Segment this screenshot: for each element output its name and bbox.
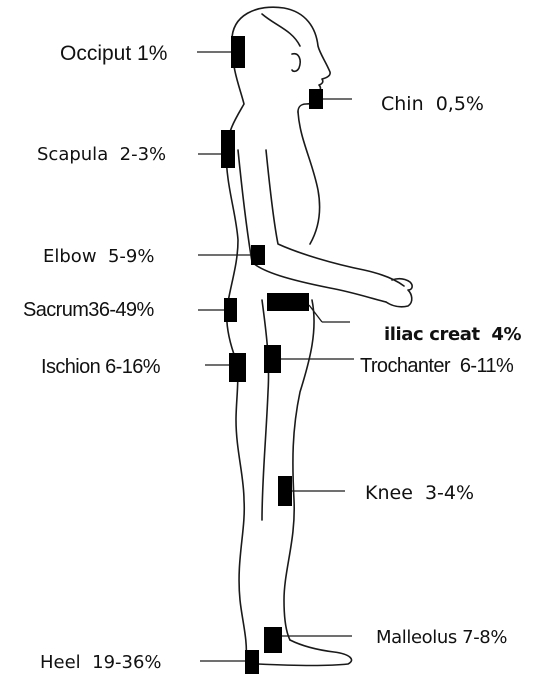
inner-leg-line bbox=[262, 300, 269, 520]
marker-occiput bbox=[231, 36, 245, 68]
label-occiput: Occiput 1% bbox=[60, 42, 167, 65]
marker-scapula bbox=[221, 130, 235, 168]
marker-trochanter bbox=[264, 345, 281, 373]
marker-heel bbox=[245, 650, 259, 674]
hair-line bbox=[262, 14, 300, 46]
label-heel: Heel 19-36% bbox=[40, 652, 162, 673]
marker-sacrum bbox=[224, 298, 237, 322]
marker-knee bbox=[278, 476, 292, 506]
marker-chin bbox=[309, 89, 323, 109]
label-elbow: Elbow 5-9% bbox=[43, 246, 154, 267]
ear-outline bbox=[292, 54, 300, 72]
label-sacrum: Sacrum36-49% bbox=[23, 299, 154, 321]
label-trochanter: Trochanter 6-11% bbox=[360, 355, 514, 377]
front-leg-outline bbox=[284, 300, 314, 640]
label-knee: Knee 3-4% bbox=[365, 482, 474, 504]
marker-iliac-crest bbox=[267, 293, 309, 311]
label-scapula: Scapula 2-3% bbox=[37, 144, 166, 165]
arm-back-outline bbox=[238, 150, 386, 302]
leader-iliac-crest bbox=[309, 305, 322, 322]
marker-ischion bbox=[229, 353, 246, 382]
front-outline bbox=[298, 112, 320, 244]
label-ischion: Ischion 6-16% bbox=[41, 356, 161, 378]
label-chin: Chin 0,5% bbox=[381, 93, 484, 115]
label-iliac-crest: iliac creat 4% bbox=[384, 324, 522, 345]
arm-front-outline bbox=[266, 150, 404, 286]
label-malleolus: Malleolus 7-8% bbox=[376, 627, 507, 648]
marker-malleolus bbox=[264, 627, 282, 653]
marker-elbow bbox=[251, 245, 265, 265]
